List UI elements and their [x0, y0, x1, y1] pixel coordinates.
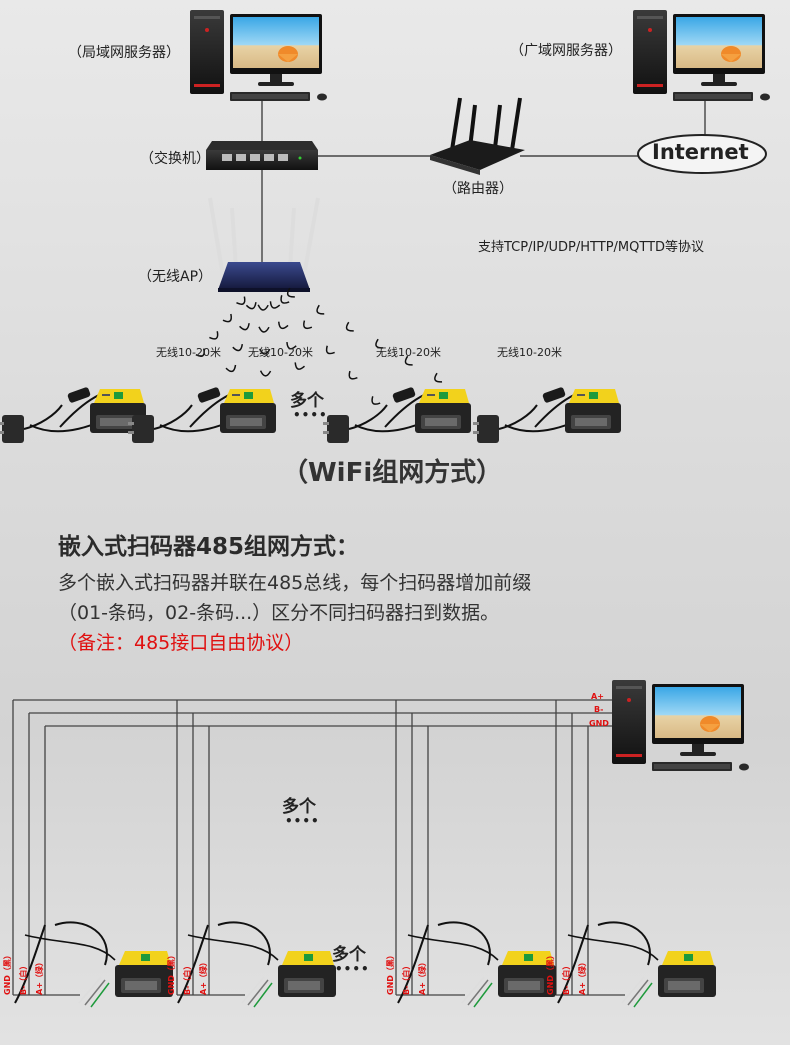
wifi-wave-arc	[259, 348, 271, 355]
wireless-range-label: 无线10-20米	[376, 346, 441, 359]
ellipsis-dots: ••••	[335, 962, 370, 976]
wifi-wave-arc	[303, 320, 313, 330]
description-line-1: 多个嵌入式扫码器并联在485总线，每个扫码器增加前缀	[58, 572, 532, 594]
rs485-bus	[12, 699, 625, 996]
scanner-wire-label: B-（白）	[183, 961, 192, 995]
many-devices-label: 多个	[290, 391, 324, 411]
internet-label: Internet	[652, 140, 749, 164]
scanner-wire-label: GND（黑）	[546, 951, 555, 995]
router-device	[430, 97, 525, 175]
scanner-wire-label: B-（白）	[402, 961, 411, 995]
wifi-wave-arc	[239, 323, 250, 331]
bus-label-gnd: GND	[589, 719, 609, 728]
bus-label-a: A+	[591, 692, 604, 701]
wifi-wave-arc	[348, 370, 358, 380]
wifi-wave-arc	[259, 370, 272, 377]
wifi-wave-arc	[375, 338, 384, 349]
wifi-wave-arc	[277, 321, 289, 330]
scanner-wire-label: B-（白）	[19, 961, 28, 995]
wifi-signal-waves	[195, 287, 443, 405]
wifi-wave-arc	[325, 345, 335, 355]
protocols-label: 支持TCP/IP/UDP/HTTP/MQTTD等协议	[478, 240, 705, 255]
ellipsis-dots: ••••	[293, 408, 328, 422]
ellipsis-dots: ••••	[285, 814, 320, 828]
many-devices-label: 多个	[282, 797, 316, 817]
wifi-wave-arc	[404, 355, 413, 366]
wifi-wave-arc	[209, 331, 219, 340]
scanner-wire-label: A+（绿）	[35, 958, 44, 995]
wan-server-label: （广域网服务器）	[510, 43, 622, 59]
ap-label: （无线AP）	[138, 269, 213, 285]
wireless-range-label: 无线10-20米	[248, 346, 313, 359]
description-line-2: （01-条码，02-条码...）区分不同扫码器扫到数据。	[58, 602, 500, 624]
wifi-wave-arc	[245, 302, 257, 310]
scanner-wire-label: A+（绿）	[199, 958, 208, 995]
wifi-wave-arc	[225, 364, 237, 373]
scanner-wire-label: B-（白）	[562, 961, 571, 995]
wifi-wave-arc	[371, 396, 381, 405]
wifi-wave-arc	[195, 348, 205, 357]
wifi-wave-arc	[269, 301, 281, 309]
scanner-wire-label: GND（黑）	[386, 951, 395, 995]
switch-label: （交换机）	[140, 151, 210, 167]
wifi-wave-arc	[222, 313, 232, 323]
wifi-wave-arc	[286, 287, 295, 298]
router-label: （路由器）	[443, 181, 513, 197]
scanner-wire-label: A+（绿）	[578, 958, 587, 995]
wifi-wave-arc	[236, 296, 246, 305]
switch-device	[206, 141, 318, 170]
wireless-range-label: 无线10-20米	[497, 346, 562, 359]
wifi-wave-arc	[316, 304, 325, 315]
many-devices-label: 多个	[332, 945, 366, 965]
wifi-wave-arc	[257, 304, 269, 311]
wifi-caption: （WiFi组网方式）	[282, 458, 503, 488]
wifi-wave-arc	[286, 342, 297, 350]
wireless-range-label: 无线10-20米	[156, 346, 221, 359]
scanner-wire-label: A+（绿）	[418, 958, 427, 995]
lan-server-label: （局域网服务器）	[68, 45, 180, 61]
scanner-wire-label: GND（黑）	[3, 951, 12, 995]
wifi-wave-arc	[232, 343, 244, 352]
bus-label-b: B-	[594, 705, 604, 714]
wifi-wave-arc	[345, 321, 354, 332]
section-title: 嵌入式扫码器485组网方式：	[58, 534, 360, 560]
wifi-wave-arc	[294, 362, 306, 370]
wifi-wave-arc	[280, 295, 290, 304]
protocol-note: （备注：485接口自由协议）	[58, 632, 304, 654]
wireless-ap-device	[208, 197, 320, 292]
scanner-wire-label: GND（黑）	[167, 951, 176, 995]
wifi-wave-arc	[258, 326, 270, 333]
wifi-wave-arc	[434, 372, 443, 383]
